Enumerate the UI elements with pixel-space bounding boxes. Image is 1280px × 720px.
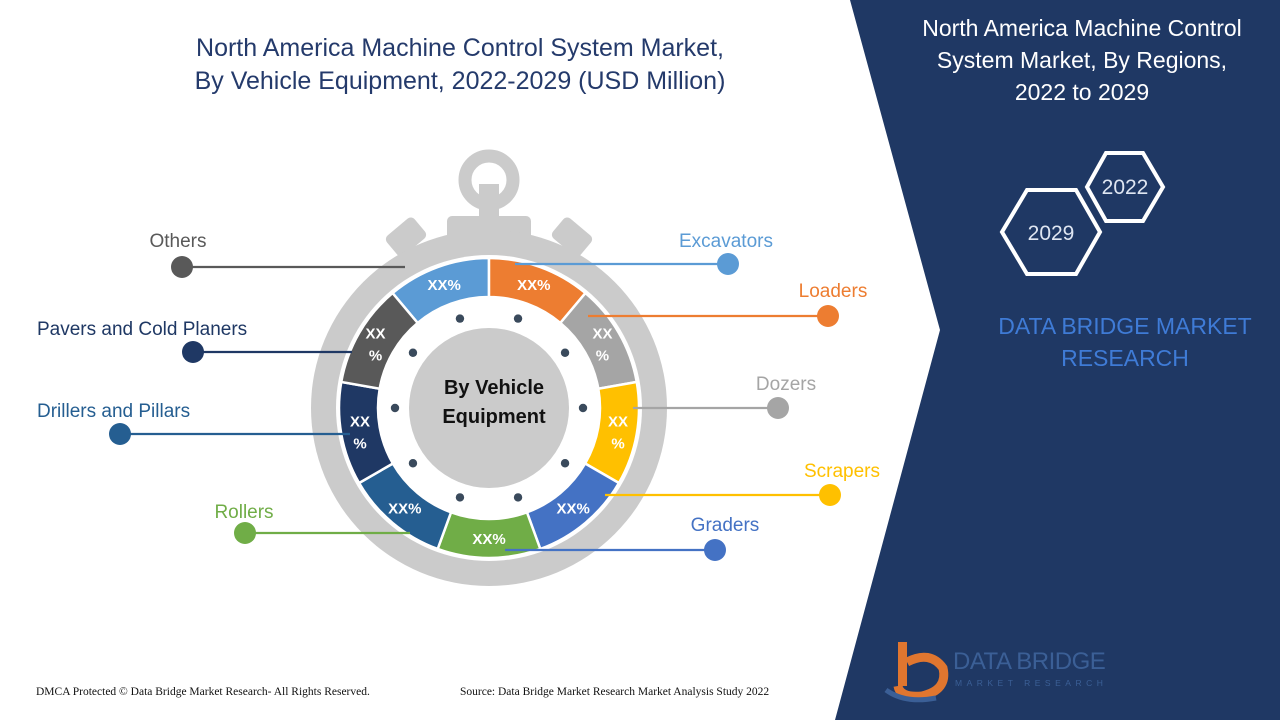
brand-text-line: DATA BRIDGE MARKET — [998, 313, 1252, 339]
hex-label-2029: 2029 — [1028, 222, 1075, 245]
legend-label: Dozers — [756, 374, 816, 395]
segment-value-label: XX — [350, 414, 370, 431]
legend-label: Excavators — [679, 231, 773, 252]
legend-label: Drillers and Pillars — [37, 401, 190, 422]
logo-bar-icon — [898, 642, 907, 686]
legend-label: Rollers — [214, 502, 273, 523]
segment-value-label: XX — [608, 414, 628, 431]
legend-label: Loaders — [799, 281, 868, 302]
hexagon-2029 — [999, 188, 1103, 276]
copyright-text: DMCA Protected © Data Bridge Market Rese… — [36, 686, 370, 698]
segment-value-label: XX% — [388, 500, 421, 517]
right-panel — [835, 0, 1280, 720]
segment-value-label: XX — [366, 326, 386, 343]
stopwatch-right-button — [551, 217, 593, 257]
legend-dot — [109, 423, 131, 445]
dial-dot — [578, 403, 588, 413]
legend-label: Scrapers — [804, 461, 880, 482]
logo-swoosh-icon — [884, 687, 937, 703]
legend-dot — [819, 484, 841, 506]
dial-dot — [513, 493, 523, 502]
hexagon-2022 — [1084, 151, 1166, 223]
segment-value-label: XX% — [428, 277, 461, 294]
dial-dot — [455, 493, 465, 502]
regions-title-line: System Market, By Regions, — [936, 47, 1228, 73]
regions-title-line: North America Machine Control — [922, 15, 1242, 41]
center-label-line: By Vehicle — [444, 377, 544, 399]
center-disc — [409, 328, 569, 488]
dial-dot — [390, 403, 400, 413]
logo-b-icon — [893, 652, 949, 701]
stopwatch-right-button-shape — [551, 217, 593, 257]
segment-value-label: % — [369, 348, 382, 365]
brand-text-line: RESEARCH — [1061, 345, 1189, 371]
segment-value-label: XX — [592, 326, 612, 343]
legend-dot — [171, 256, 193, 278]
dial-dot — [560, 459, 570, 468]
segment-value-label: XX% — [557, 500, 590, 517]
source-text: Source: Data Bridge Market Research Mark… — [460, 686, 770, 698]
logo-name: DATA BRIDGE — [953, 648, 1106, 675]
legend-dot — [767, 397, 789, 419]
stopwatch-left-button — [385, 217, 427, 257]
brand-text: DATA BRIDGE MARKET RESEARCH — [990, 310, 1260, 374]
legend-dot — [817, 305, 839, 327]
chart-title-line: By Vehicle Equipment, 2022-2029 (USD Mil… — [194, 67, 726, 95]
hex-label-2022: 2022 — [1102, 176, 1149, 199]
logo-tagline: MARKET RESEARCH — [955, 678, 1108, 688]
segment-value-label: % — [611, 436, 624, 453]
regions-title-line: 2022 to 2029 — [1014, 79, 1150, 105]
dial-dot — [408, 459, 418, 468]
center-label-line: Equipment — [442, 406, 546, 428]
dial-dot — [513, 314, 523, 323]
stopwatch-crown-icon — [458, 149, 520, 211]
segment-value-label: % — [353, 436, 366, 453]
regions-title: North America Machine Control System Mar… — [892, 12, 1272, 108]
chart-title-line: North America Machine Control System Mar… — [196, 34, 724, 62]
chart-title: North America Machine Control System Mar… — [120, 32, 800, 98]
dial-dot — [408, 348, 418, 357]
segment-value-label: % — [596, 348, 609, 365]
stopwatch-left-button-shape — [385, 217, 427, 257]
legend-dot — [717, 253, 739, 275]
segment-value-label: XX% — [517, 277, 550, 294]
legend-dot — [182, 341, 204, 363]
legend-dot — [234, 522, 256, 544]
legend-label: Others — [149, 231, 206, 252]
dial-dot — [560, 348, 570, 357]
legend-label: Graders — [691, 515, 760, 536]
segment-value-label: XX% — [472, 531, 505, 548]
legend-dot — [704, 539, 726, 561]
legend-label: Pavers and Cold Planers — [37, 319, 247, 340]
dial-dot — [455, 314, 465, 323]
